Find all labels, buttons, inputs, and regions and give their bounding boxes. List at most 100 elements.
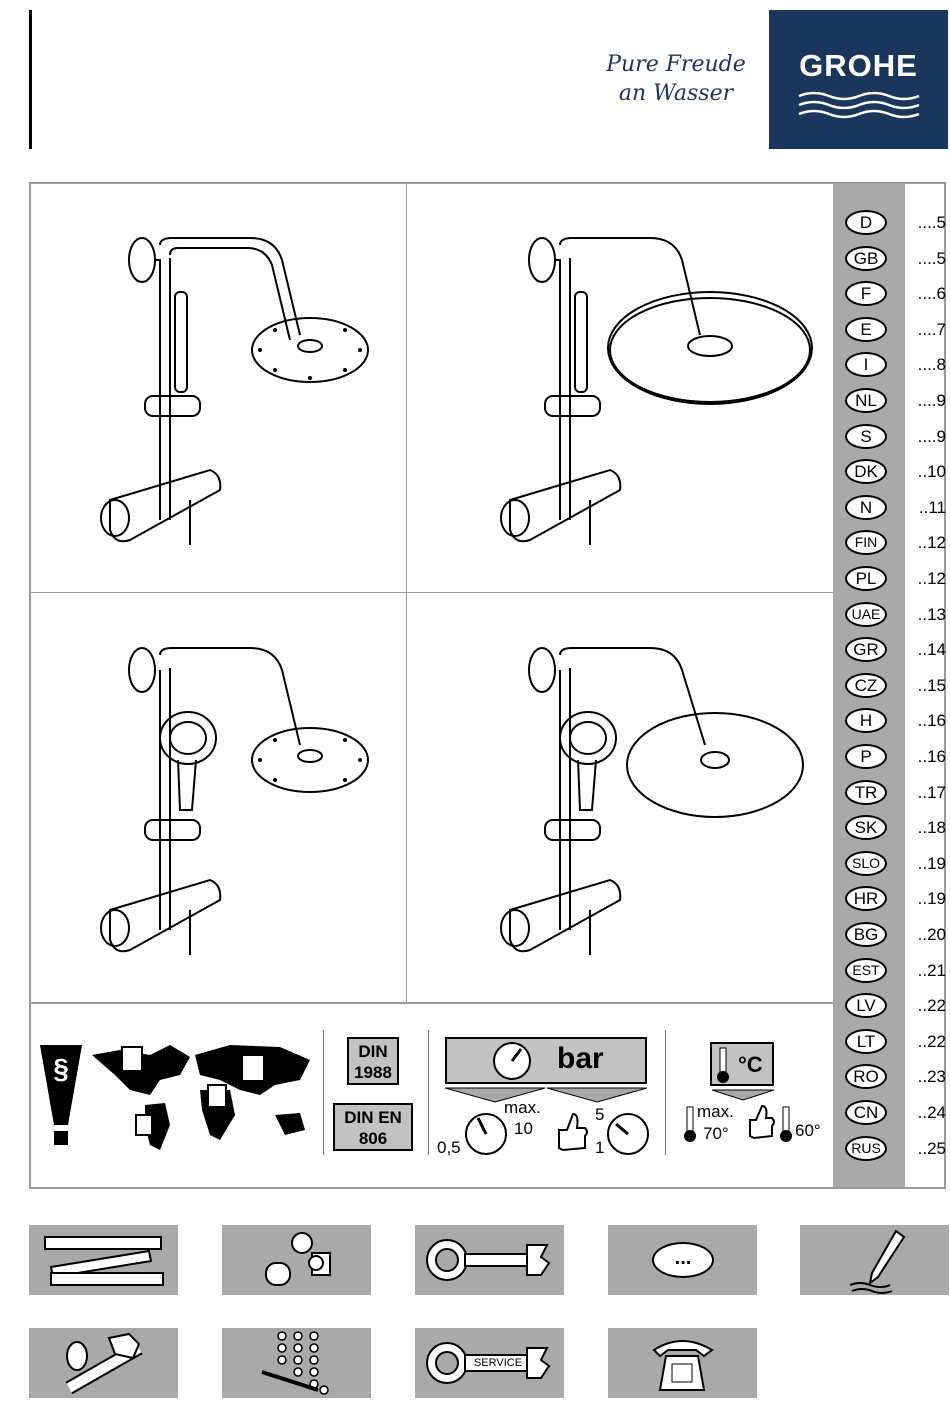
- max-temp-thermometer-icon: [684, 1106, 696, 1142]
- language-code-badge: P: [845, 744, 887, 769]
- grid-divider-specs: [31, 1002, 833, 1004]
- language-entry[interactable]: RUS..25: [833, 1132, 946, 1168]
- language-page-number: ....8: [917, 355, 946, 375]
- language-entry[interactable]: RO ..23: [833, 1060, 946, 1096]
- language-code-badge: RO: [845, 1064, 887, 1090]
- language-entry[interactable]: P..16: [833, 740, 946, 776]
- language-entry[interactable]: HR..19: [833, 882, 946, 918]
- warning-exclamation-icon: [40, 1045, 82, 1145]
- language-entry[interactable]: EST ..21: [833, 954, 946, 990]
- temp-max-label: max.: [697, 1102, 734, 1121]
- section-symbol: §: [53, 1053, 69, 1084]
- pencil-icon: [849, 1229, 906, 1294]
- language-page-number: ..23: [917, 1067, 946, 1087]
- language-entry[interactable]: PL ..12: [833, 562, 946, 598]
- product-overview-frame: [29, 182, 946, 1189]
- language-entry[interactable]: NL ....9: [833, 384, 946, 420]
- language-entry[interactable]: D....5: [833, 206, 946, 242]
- language-page-number: ..21: [917, 960, 946, 980]
- language-entry[interactable]: CZ..15: [833, 669, 946, 705]
- more-dots-label: ...: [652, 1242, 714, 1278]
- recommended-pressure-high: 5: [595, 1105, 605, 1124]
- connector-fitting-icon: [265, 1232, 331, 1286]
- flushing-pictogram: [222, 1328, 371, 1398]
- language-entry[interactable]: H..16: [833, 704, 946, 740]
- tools-pictogram: [415, 1225, 564, 1295]
- spec-divider-2: [428, 1030, 429, 1155]
- shower-system-illustration-3: [100, 647, 369, 955]
- language-page-number: ..22: [917, 996, 946, 1016]
- handling-pictogram: [29, 1328, 178, 1398]
- language-page-number: ..17: [917, 782, 946, 802]
- brand-slogan: Pure Freude an Wasser: [596, 50, 756, 108]
- language-entry[interactable]: F....6: [833, 277, 946, 313]
- language-entry[interactable]: LT ..22: [833, 1025, 946, 1061]
- language-entry[interactable]: I....8: [833, 348, 946, 384]
- language-page-number: ..20: [917, 925, 946, 944]
- language-code-badge: CZ: [845, 672, 887, 698]
- spray-dots-icon: [261, 1331, 329, 1395]
- shower-system-illustration-1: [100, 237, 369, 545]
- language-entry[interactable]: GR..14: [833, 633, 946, 669]
- language-entry[interactable]: UAE..13: [833, 598, 946, 634]
- language-entry[interactable]: LV..22: [833, 989, 946, 1025]
- language-code-badge: EST: [845, 957, 887, 983]
- din-1988-badge: DIN 1988: [347, 1037, 399, 1085]
- language-entry[interactable]: N ..11: [833, 491, 946, 527]
- language-entry[interactable]: CN..24: [833, 1096, 946, 1132]
- regulations-warning: §: [40, 1045, 82, 1145]
- language-page-number: ..24: [917, 1103, 946, 1122]
- language-page-number: ....9: [917, 391, 946, 410]
- language-page-number: ....6: [917, 284, 946, 304]
- pressure-max-label: max.: [504, 1098, 541, 1117]
- language-page-number: ..22: [917, 1031, 946, 1051]
- notes-pictogram: [800, 1225, 949, 1295]
- language-code-badge: NL: [845, 388, 887, 413]
- din-en-number: 806: [358, 1129, 388, 1148]
- language-entry[interactable]: SK..18: [833, 811, 946, 847]
- language-code-badge: SK: [845, 815, 887, 841]
- language-code-badge: H: [845, 708, 887, 734]
- temp-thumbs-up-icon: [749, 1104, 775, 1140]
- language-entry[interactable]: TR..17: [833, 776, 946, 812]
- language-entry[interactable]: SLO..19: [833, 847, 946, 883]
- language-code-badge: S: [845, 423, 887, 449]
- grid-divider-vertical: [406, 184, 407, 1002]
- language-code-badge: N: [845, 494, 887, 520]
- language-entry[interactable]: BG ..20: [833, 918, 946, 954]
- spec-divider-3: [665, 1030, 666, 1155]
- din-en-806-badge: DIN EN 806: [333, 1103, 413, 1151]
- language-code-badge: E: [845, 316, 887, 342]
- recommended-temp-thermometer-icon: [780, 1106, 792, 1142]
- din-label: DIN: [358, 1042, 388, 1061]
- language-page-number: ..10: [917, 462, 946, 482]
- language-code-badge: BG: [845, 922, 887, 947]
- language-page-number: ....7: [917, 319, 946, 339]
- din-en-label: DIN EN: [344, 1108, 402, 1127]
- language-code-badge: LT: [845, 1028, 887, 1054]
- service-pictogram: SERVICE: [415, 1328, 564, 1398]
- language-page-number: ..11: [918, 497, 946, 517]
- pressure-arrows-icon: [445, 1087, 647, 1103]
- language-code-badge: PL: [845, 566, 887, 591]
- pressure-min-value: 0,5: [437, 1138, 461, 1157]
- language-entry[interactable]: E ....7: [833, 313, 946, 349]
- language-entry[interactable]: DK ..10: [833, 455, 946, 491]
- language-entry[interactable]: GB....5: [833, 242, 946, 278]
- more-info-pictogram: ...: [608, 1225, 757, 1295]
- language-entry[interactable]: FIN..12: [833, 526, 946, 562]
- language-code-badge: GB: [845, 245, 887, 271]
- contact-pictogram: [608, 1328, 757, 1398]
- language-entry[interactable]: S....9: [833, 420, 946, 456]
- language-page-number: ..14: [917, 640, 946, 660]
- language-code-badge: FIN: [845, 530, 887, 556]
- language-code-badge: DK: [845, 459, 887, 485]
- telephone-icon: [652, 1340, 714, 1391]
- language-page-number: ..12: [917, 569, 946, 588]
- installation-pictogram: [222, 1225, 371, 1295]
- slogan-line-2: an Wasser: [618, 81, 734, 106]
- folding-ruler-icon: [44, 1236, 164, 1286]
- spec-divider-1: [323, 1030, 324, 1155]
- wrench-icon: [426, 1239, 551, 1281]
- temp-max-value: 70°: [703, 1124, 729, 1143]
